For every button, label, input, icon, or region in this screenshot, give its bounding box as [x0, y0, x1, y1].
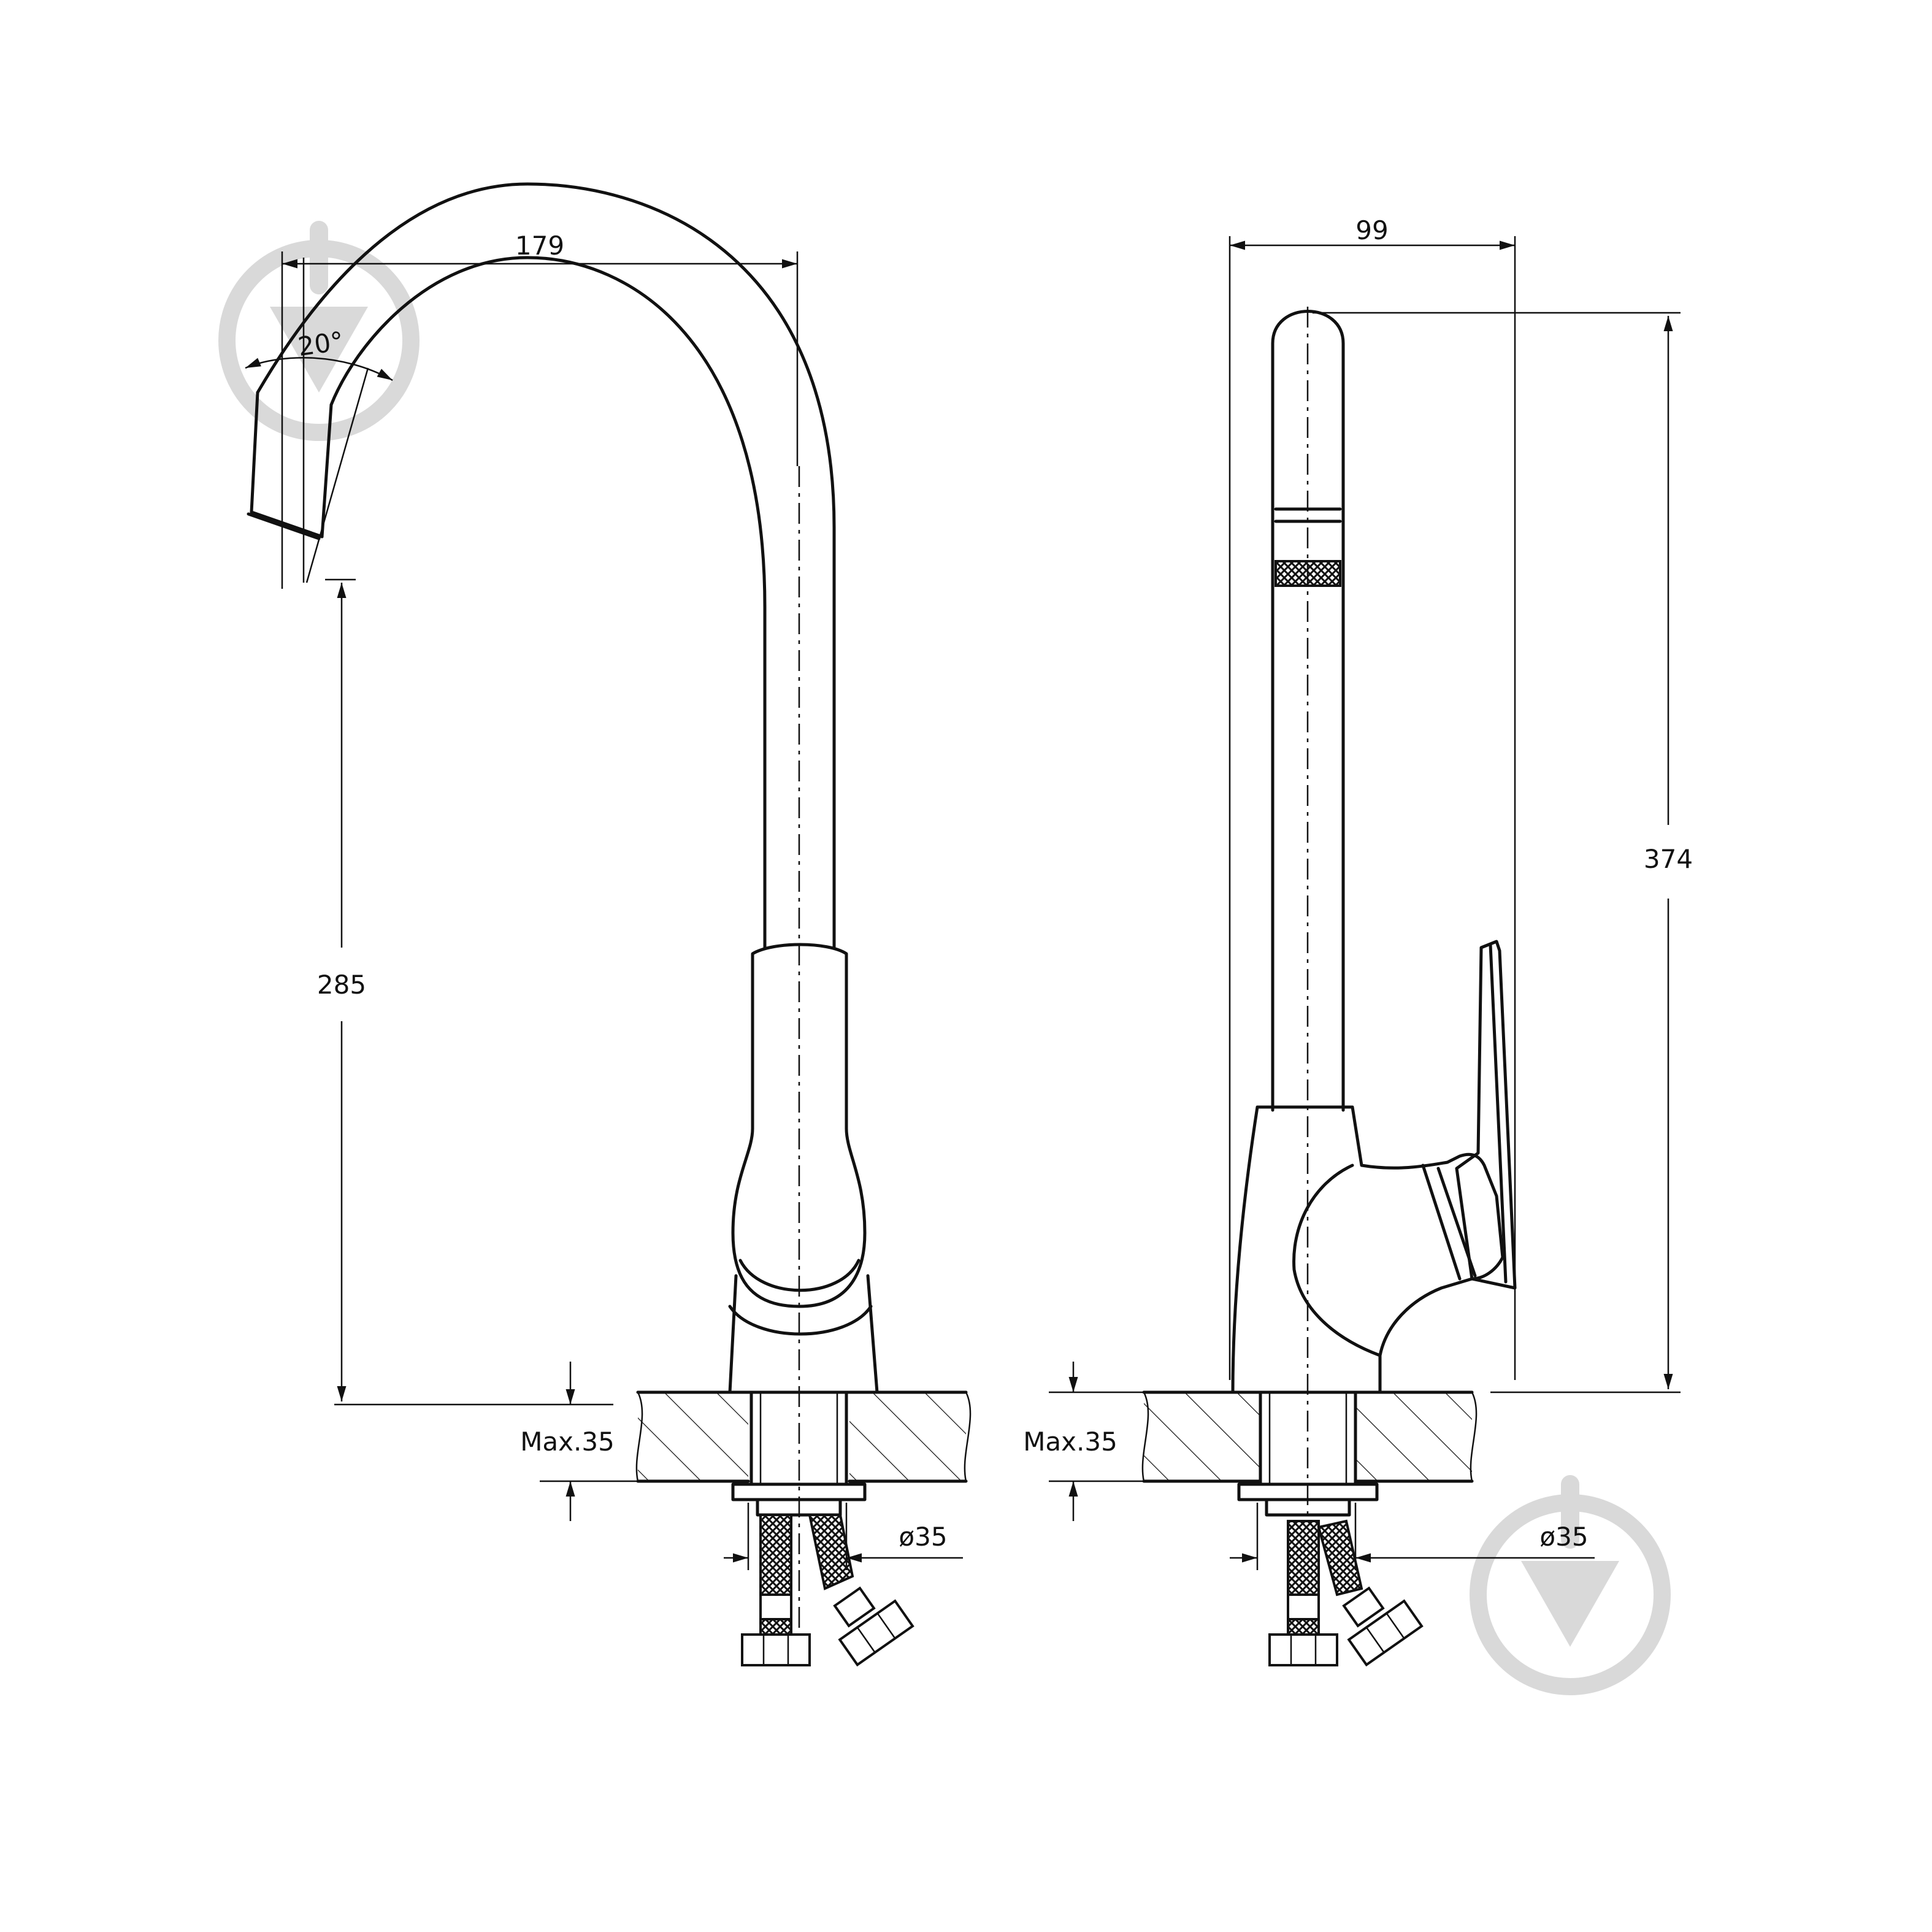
dim-hole-diameter-right: ø35 — [1539, 1522, 1588, 1552]
dim-spout-reach: 179 — [515, 231, 564, 261]
dim-spout-height: 285 — [317, 970, 366, 1000]
front-view: 179 20° 285 Max.35 ø35 — [245, 182, 972, 1667]
watermark-top-left-icon — [218, 221, 420, 441]
watermark-bottom-right-icon — [1470, 1475, 1671, 1695]
dim-countertop-left: Max.35 — [520, 1427, 615, 1457]
dim-countertop-right: Max.35 — [1023, 1427, 1117, 1457]
dim-side-depth: 99 — [1355, 215, 1388, 245]
side-view: 99 374 Max.35 ø35 — [1023, 215, 1693, 1667]
dim-total-height: 374 — [1644, 844, 1693, 874]
dim-hole-diameter-left: ø35 — [899, 1522, 947, 1552]
dim-spout-angle: 20° — [296, 326, 346, 362]
